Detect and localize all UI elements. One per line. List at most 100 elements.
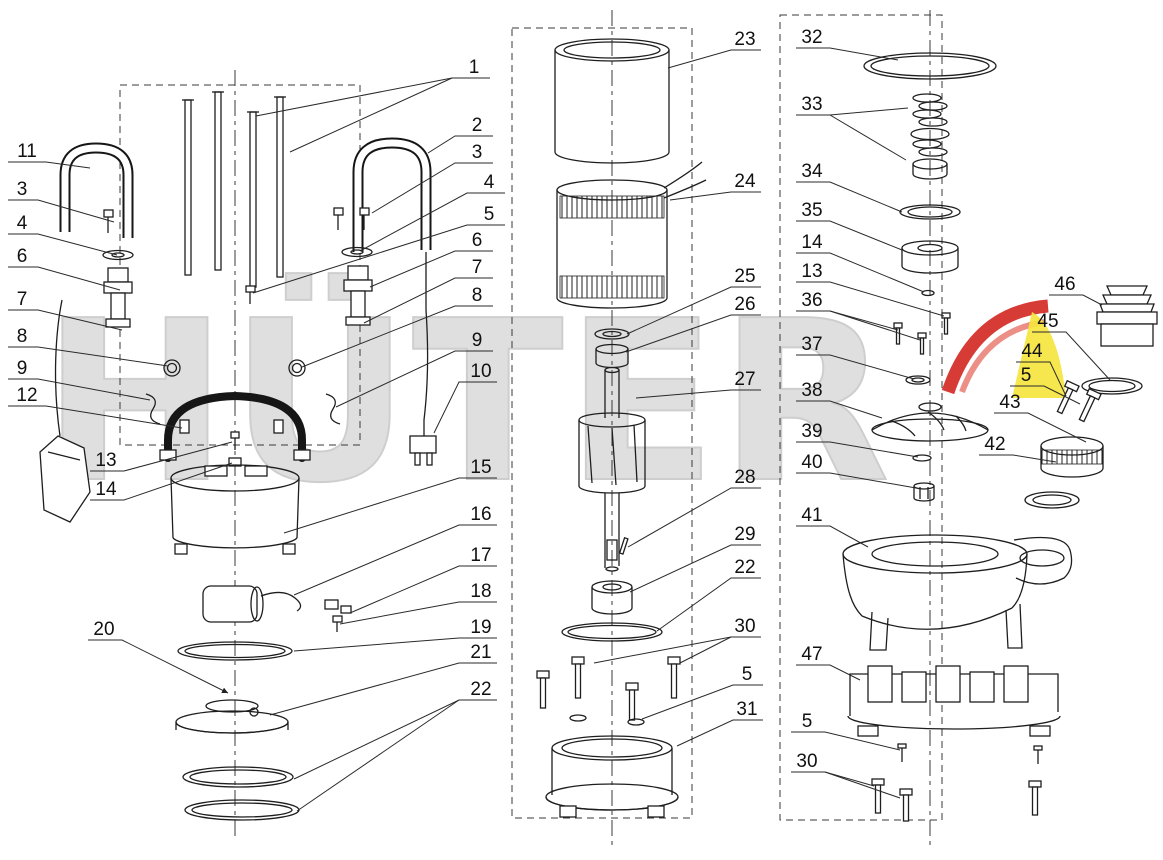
part-label-44: 44 [1021, 341, 1043, 362]
part-42-gasket [1024, 491, 1080, 509]
part-label-12: 12 [16, 385, 38, 406]
part-label-18: 18 [470, 581, 492, 602]
part-label-45: 45 [1037, 311, 1059, 332]
right-assembly [842, 52, 1073, 822]
part-41-volute [842, 534, 1073, 651]
far-right-parts [1024, 285, 1158, 509]
left-assembly [39, 91, 437, 821]
part-28-key [618, 536, 629, 555]
part-label-11: 11 [17, 141, 37, 162]
part-label-14: 14 [801, 232, 823, 253]
part-label-17: 17 [470, 545, 492, 566]
part-label-32: 32 [801, 27, 823, 48]
part-label-13: 13 [801, 261, 823, 282]
part-label-43: 43 [999, 392, 1021, 413]
part-label-19: 19 [470, 617, 492, 638]
part-44-5-screws [1056, 379, 1102, 423]
part-40-nut [913, 482, 935, 502]
part-label-31: 31 [736, 699, 758, 720]
part-label-38: 38 [801, 380, 823, 401]
part-34-washer [899, 204, 961, 220]
part-label-33: 33 [801, 94, 823, 115]
part-22-oring-mid [561, 622, 663, 642]
part-3-bolts [103, 207, 370, 233]
float-switch [39, 299, 91, 523]
part-label-22: 22 [734, 557, 756, 578]
assembly-boxes [119, 10, 943, 845]
part-label-7: 7 [16, 289, 28, 310]
part-14-washer [921, 289, 935, 297]
brand-accent-graphic [941, 299, 1066, 398]
leader-lines [8, 47, 1111, 812]
part-25-wave-washer [594, 328, 630, 340]
part-label-14: 14 [95, 479, 117, 500]
part-label-30: 30 [796, 751, 818, 772]
part-38-impeller [871, 402, 989, 442]
part-label-23: 23 [734, 29, 756, 50]
part-35-seal-seat [901, 240, 959, 274]
part-label-26: 26 [734, 294, 756, 315]
part-label-29: 29 [734, 524, 756, 545]
part-label-40: 40 [801, 452, 823, 473]
part-label-4: 4 [16, 213, 28, 234]
part-4-washers [102, 246, 373, 261]
part-label-2: 2 [471, 115, 483, 136]
part-29-bearing [591, 580, 633, 615]
part-label-9: 9 [471, 330, 483, 351]
part-33-mechanical-seal [910, 93, 950, 180]
part-label-35: 35 [801, 200, 823, 221]
part-13-36-bolts [893, 312, 951, 355]
part-label-46: 46 [1054, 274, 1076, 295]
part-label-36: 36 [801, 290, 823, 311]
part-label-5: 5 [1020, 365, 1032, 386]
part-17-18-clamp [324, 599, 352, 632]
part-9-hooks [145, 393, 341, 425]
part-label-42: 42 [984, 434, 1006, 455]
part-31-oil-housing [545, 735, 679, 818]
part-5-bolt [245, 285, 256, 304]
part-label-24: 24 [734, 171, 756, 192]
part-15-upper-housing [170, 464, 300, 555]
part-43-collar [1040, 436, 1104, 478]
part-label-25: 25 [734, 266, 756, 287]
part-label-16: 16 [470, 504, 492, 525]
part-label-13: 13 [95, 450, 117, 471]
part-22-orings [182, 766, 300, 821]
part-label-4: 4 [483, 172, 495, 193]
part-label-8: 8 [16, 326, 28, 347]
part-2-hose-bend [352, 137, 432, 252]
part-32-oring [863, 52, 997, 80]
part-label-41: 41 [801, 505, 823, 526]
part-47-strainer-base [847, 665, 1061, 737]
part-label-15: 15 [470, 457, 492, 478]
part-6-7-cable-glands [103, 265, 373, 328]
part-label-30: 30 [734, 616, 756, 637]
part-24-stator [556, 161, 707, 309]
part-label-5: 5 [801, 711, 813, 732]
part-16-capacitor [202, 585, 302, 623]
part-label-5: 5 [741, 664, 753, 685]
part-label-21: 21 [470, 642, 492, 663]
middle-assembly [536, 38, 707, 818]
part-label-9: 9 [16, 358, 28, 379]
part-label-34: 34 [801, 161, 823, 182]
part-label-3: 3 [16, 179, 28, 200]
part-13-14-handle [159, 391, 311, 467]
part-label-27: 27 [734, 369, 756, 390]
part-label-20: 20 [93, 619, 115, 640]
part-46-hose-connector [1096, 285, 1158, 347]
part-label-5: 5 [483, 204, 495, 225]
part-label-8: 8 [471, 285, 483, 306]
part-10-cable-plug [409, 252, 437, 466]
part-5-screws-bottom [897, 743, 1043, 764]
part-label-47: 47 [801, 644, 823, 665]
part-23-motor-shell [554, 38, 670, 164]
part-label-6: 6 [16, 246, 28, 267]
part-1-studs [182, 91, 286, 288]
part-label-10: 10 [470, 361, 492, 382]
part-label-7: 7 [471, 257, 483, 278]
part-19-oring [177, 641, 293, 661]
